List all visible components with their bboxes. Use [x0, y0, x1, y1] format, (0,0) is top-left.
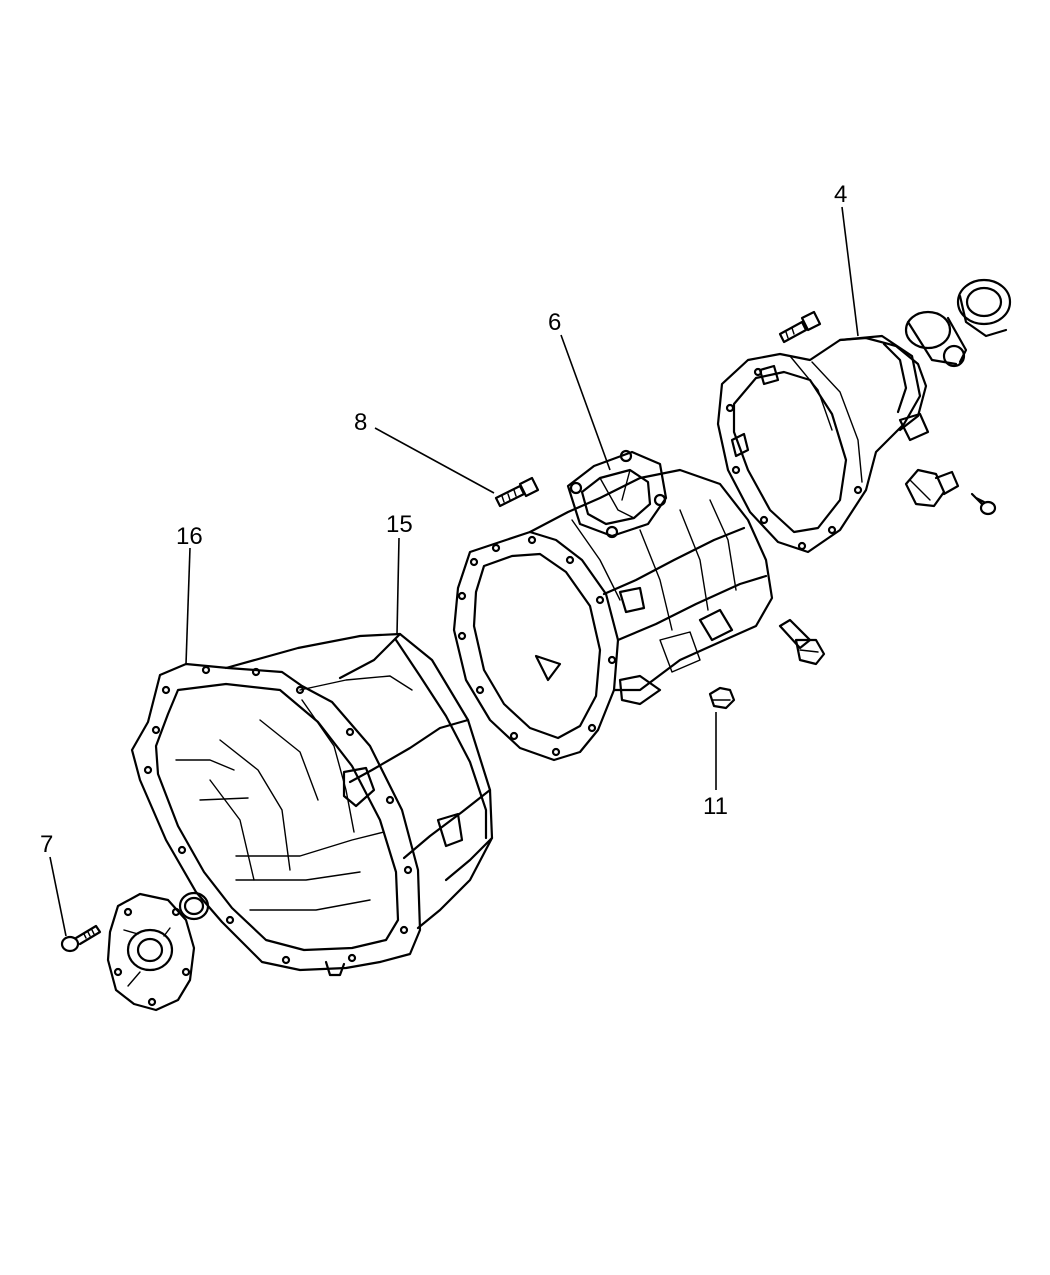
- sensor-bolt: [970, 492, 997, 516]
- transmission-case: [452, 449, 774, 762]
- callout-11: 11: [703, 793, 728, 820]
- callout-8: 8: [354, 409, 367, 436]
- leader-7: [49, 856, 67, 937]
- clutch-housing: [130, 632, 494, 977]
- callout-4: 4: [834, 181, 847, 208]
- extension-housing: [716, 334, 930, 554]
- bushing: [904, 310, 968, 368]
- bolt-7: [60, 924, 102, 953]
- callout-15: 15: [386, 511, 413, 538]
- leader-6: [560, 334, 611, 471]
- callout-16: 16: [176, 523, 203, 550]
- speed-sensor: [904, 468, 960, 508]
- leader-15: [396, 537, 400, 635]
- leader-8: [374, 427, 495, 494]
- drain-plug: [708, 686, 736, 710]
- callout-labels: 4 6 7 8 11 15 16: [40, 181, 847, 858]
- callout-7: 7: [40, 831, 53, 858]
- leader-4: [841, 206, 859, 337]
- leader-16: [185, 547, 191, 665]
- callout-6: 6: [548, 309, 561, 336]
- bolt-extension: [778, 310, 822, 344]
- backup-switch: [778, 618, 826, 666]
- bearing-retainer: [106, 892, 196, 1012]
- rear-seal: [956, 278, 1012, 338]
- leader-lines: [49, 206, 859, 937]
- bolt-8: [494, 476, 540, 508]
- seal-ring: [178, 891, 210, 921]
